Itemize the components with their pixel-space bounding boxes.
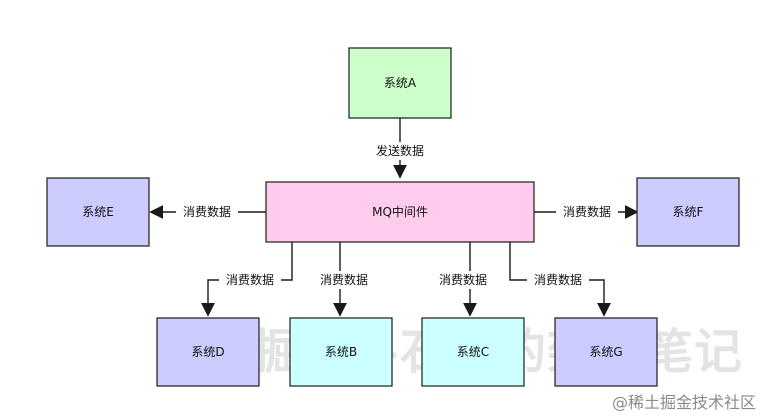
node-system-a [348, 47, 452, 119]
node-system-f-label: 系统F [673, 205, 704, 219]
label-consume-c: 消费数据 [439, 272, 487, 287]
node-system-a-label: 系统A [384, 76, 417, 90]
node-system-d [156, 317, 260, 387]
nodes: 系统A MQ中间件 系统E 系统F 系统D 系统B 系统C 系统G [46, 47, 740, 387]
node-system-g-label: 系统G [589, 345, 622, 359]
node-system-b-label: 系统B [325, 345, 357, 359]
label-consume-g: 消费数据 [534, 272, 582, 287]
node-system-f [636, 177, 740, 247]
label-send-data: 发送数据 [376, 143, 424, 158]
label-consume-e: 消费数据 [183, 204, 231, 219]
label-consume-b: 消费数据 [320, 272, 368, 287]
node-system-d-label: 系统D [191, 345, 224, 359]
node-system-c-label: 系统C [457, 345, 489, 359]
label-consume-d: 消费数据 [226, 272, 274, 287]
label-consume-f: 消费数据 [563, 204, 611, 219]
node-mq-middleware-label: MQ中间件 [372, 204, 428, 219]
node-system-c [421, 317, 525, 387]
node-system-g [554, 317, 658, 387]
node-system-e-label: 系统E [82, 205, 114, 219]
watermark-sub: @稀土掘金技术社区 [612, 393, 756, 412]
edge-labels: 发送数据 消费数据 消费数据 消费数据 消费数据 消费数据 消费数据 [176, 142, 618, 289]
node-mq-middleware [265, 181, 535, 243]
node-system-b [289, 317, 393, 387]
node-system-e [46, 177, 150, 247]
